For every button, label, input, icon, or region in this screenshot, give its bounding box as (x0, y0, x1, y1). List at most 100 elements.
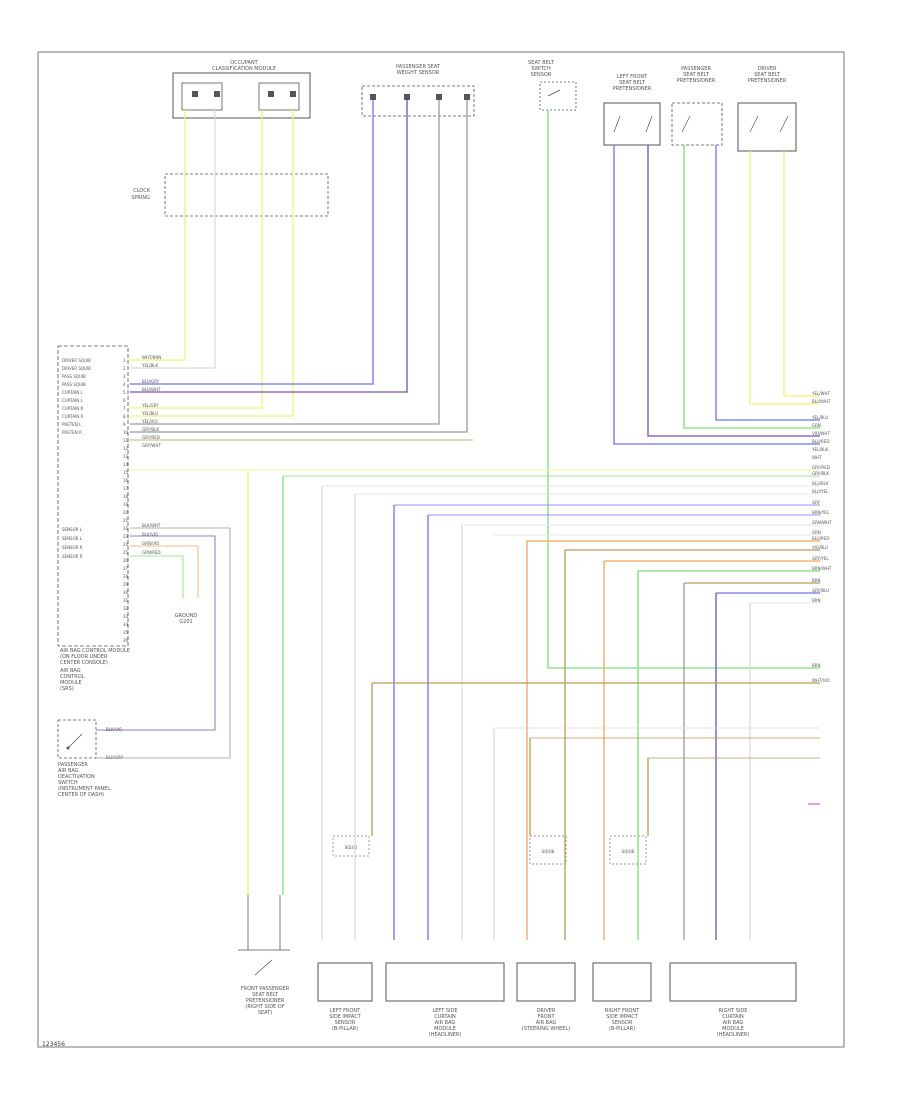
module-pin-number: 16 (123, 478, 129, 483)
wires-layer (96, 100, 820, 940)
module-pin-number: 17 (123, 486, 129, 491)
right-edge-label: VIO/BLU (812, 545, 828, 550)
module-pin-number: 11 (123, 438, 129, 443)
module-pin-number: 32 (123, 606, 129, 611)
module-pin-number: 2 (123, 366, 126, 371)
svg-text:CURTAIN: CURTAIN (722, 1014, 744, 1020)
right-edge-label: BRN (812, 598, 821, 603)
wire-green-long (547, 110, 820, 669)
module-pin-number: 15 (123, 470, 129, 475)
right-edge-label: BRN (812, 663, 821, 668)
right-edge-label: WHT (812, 455, 822, 460)
wire-blue-1 (130, 100, 374, 385)
svg-text:AIR BAG: AIR BAG (723, 1020, 744, 1026)
module-pin-number: 25 (123, 550, 129, 555)
right-edge-label: GRN/WHT (812, 520, 832, 525)
right-edge-label: YEL/BLU (811, 415, 828, 420)
svg-text:WEIGHT SENSOR: WEIGHT SENSOR (397, 70, 440, 76)
wire-blue-right-2 (715, 145, 820, 421)
svg-text:SQUIB: SQUIB (345, 845, 358, 850)
module-pin-label: PASS SQUIB (62, 382, 86, 387)
svg-text:SEAT BELT: SEAT BELT (528, 60, 555, 66)
left-wire-label: WHT/BRN (142, 355, 161, 360)
svg-text:(HEADLINER): (HEADLINER) (429, 1032, 462, 1038)
right-edge-label: BLU/RED (812, 536, 829, 541)
svg-text:FRONT PASSENGER: FRONT PASSENGER (241, 986, 290, 992)
bottom-left-pretensioner: FRONT PASSENGER SEAT BELT PRETENSIONER (… (238, 895, 290, 1016)
svg-text:DRIVER: DRIVER (537, 1008, 556, 1014)
squib-box-2: SQUIB (529, 835, 567, 865)
right-edge-label: GRN (812, 423, 821, 428)
right-edge-label: BLU/BLK (812, 481, 829, 486)
right-top-module-3: DRIVER SEAT BELT PRETENSIONER (737, 66, 797, 152)
svg-text:CONTROL: CONTROL (60, 674, 85, 680)
svg-text:(B-PILLAR): (B-PILLAR) (609, 1026, 635, 1032)
srs-small-label: GRN/VIO (142, 541, 159, 546)
svg-text:DRIVER: DRIVER (758, 66, 777, 72)
module-pin-number: 13 (123, 454, 129, 459)
svg-text:FRONT: FRONT (537, 1014, 555, 1020)
module-pin-number: 20 (123, 510, 129, 515)
right-top-module-1: LEFT FRONT SEAT BELT PRETENSIONER (603, 74, 661, 146)
module-pin-number: 22 (123, 526, 129, 531)
top-mid2-module: SEAT BELT SWITCH SENSOR (528, 60, 577, 111)
module-pin-number: 12 (123, 446, 129, 451)
module-pin-number: 23 (123, 534, 129, 539)
top-left-module-title-2: CLASSIFICATION MODULE (212, 66, 276, 72)
wire-switch-2 (96, 535, 216, 731)
top-mid-module: PASSENGER SEAT WEIGHT SENSOR (361, 64, 475, 117)
svg-text:SEAT): SEAT) (258, 1010, 272, 1016)
left-wire-label: GRY/RED (142, 435, 160, 440)
svg-text:SPRING: SPRING (131, 195, 150, 201)
svg-text:CLOCK: CLOCK (133, 188, 151, 194)
bottom-driver-airbag: DRIVER FRONT AIR BAG (STEERING WHEEL) (516, 962, 576, 1032)
svg-text:LEFT FRONT: LEFT FRONT (617, 74, 648, 80)
svg-text:SENSOR: SENSOR (335, 1020, 356, 1026)
right-edge-labels: YEL/WHTBLU/WHTYEL/BLUGRNVIO/WHTBLU/REDYE… (811, 391, 832, 683)
left-wire-label: GRY/WHT (142, 443, 161, 448)
module-pin-number: 6 (123, 398, 126, 403)
svg-text:MODULE: MODULE (722, 1026, 744, 1032)
svg-text:(SRS): (SRS) (60, 686, 74, 692)
wire-ground-1 (130, 545, 199, 598)
svg-text:SQUIB: SQUIB (542, 849, 555, 854)
module-pin-number: 9 (123, 422, 126, 427)
left-wire-label: GRY/BLK (142, 427, 159, 432)
right-edge-label: BRN (812, 578, 821, 583)
diagram-frame (37, 51, 845, 1048)
module-pin-number: 8 (123, 414, 126, 419)
right-edge-label: YEL/BLK (811, 447, 829, 452)
wire-ground-2 (130, 555, 184, 598)
wire-yellow-3 (130, 110, 294, 417)
wire-gray-2 (130, 100, 468, 433)
svg-text:SQUIB: SQUIB (622, 849, 635, 854)
svg-text:PRETENSIONER: PRETENSIONER (748, 78, 787, 84)
wire-white-1 (130, 110, 216, 369)
wire-yellow-2 (130, 110, 263, 409)
left-wire-labels: WHT/BRNYEL/BLKBLU/GRYBLU/WHTYEL/GRYYEL/B… (141, 355, 161, 555)
svg-text:SEAT BELT: SEAT BELT (619, 80, 646, 86)
svg-text:CENTER OF DASH): CENTER OF DASH) (58, 792, 104, 798)
svg-text:PASSENGER SEAT: PASSENGER SEAT (396, 64, 441, 70)
module-pin-number: 29 (123, 582, 129, 587)
left-wire-label: BLU/WHT (142, 387, 161, 392)
left-wire-label: BLU/GRY (142, 379, 160, 384)
left-wire-label: YEL/VIO (141, 419, 158, 424)
right-edge-label: WHT/VIO (812, 678, 830, 683)
svg-text:PRETENSIONER: PRETENSIONER (613, 86, 652, 92)
module-pin-number: 1 (123, 358, 126, 363)
right-edge-label: VIO/WHT (812, 431, 830, 436)
squib-box-1: SQUIB (332, 835, 370, 857)
module-pin-number: 28 (123, 574, 129, 579)
svg-text:BLK/VIO: BLK/VIO (106, 727, 122, 732)
svg-text:AIR BAG: AIR BAG (435, 1020, 456, 1026)
module-pin-number: 18 (123, 494, 129, 499)
svg-text:CENTER CONSOLE): CENTER CONSOLE) (60, 660, 108, 666)
svg-text:LEFT FRONT: LEFT FRONT (330, 1008, 361, 1014)
svg-text:(STEERING WHEEL): (STEERING WHEEL) (522, 1026, 570, 1032)
svg-text:SEAT BELT: SEAT BELT (754, 72, 781, 78)
svg-text:SIDE IMPACT: SIDE IMPACT (329, 1014, 362, 1020)
wire-yellow-1 (130, 110, 186, 361)
deactivation-switch: PASSENGER AIR BAG DEACTIVATION SWITCH (I… (57, 719, 124, 798)
